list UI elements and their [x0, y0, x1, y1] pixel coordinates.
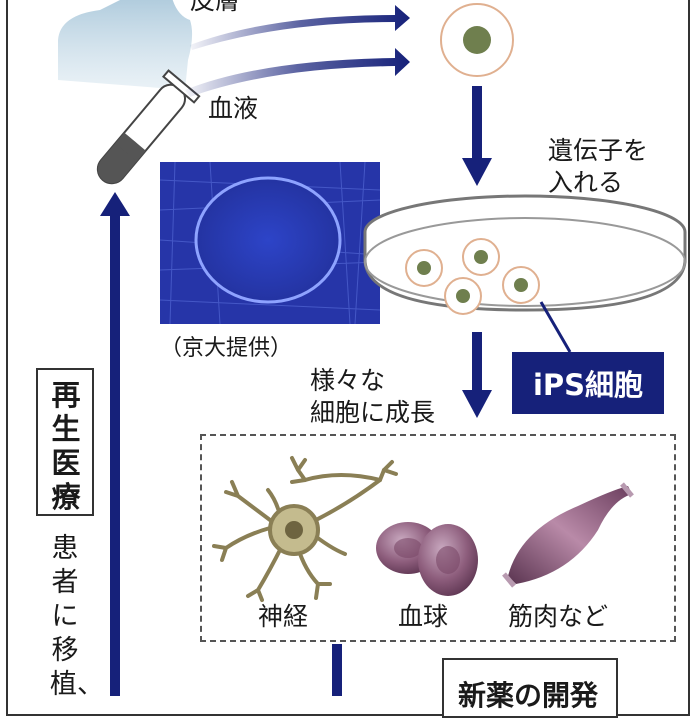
label-blood-cell: 血球 — [398, 602, 449, 631]
label-grow-2: 細胞に成長 — [310, 398, 436, 427]
somatic-cell-icon — [440, 3, 514, 77]
arrow-up-transplant — [100, 192, 130, 696]
label-nerve: 神経 — [258, 602, 309, 631]
arrow-down-to-drug — [332, 644, 342, 696]
label-grow-1: 様々な — [310, 366, 386, 395]
ips-cells-badge: iPS細胞 — [512, 352, 664, 414]
label-insert-genes-1: 遺伝子を — [548, 136, 649, 165]
ips-pointer-line — [539, 301, 572, 353]
collection-arrows — [185, 5, 410, 97]
blood-cell-icon — [376, 522, 478, 596]
label-transplant: 患者に移植、 — [50, 533, 104, 700]
ips-process-diagram — [58, 0, 687, 696]
label-skin: 皮膚 — [190, 0, 241, 15]
arrow-down-to-cells — [462, 332, 492, 418]
arrow-down-to-dish — [462, 86, 492, 186]
regenerative-medicine-box: 再生医療 — [36, 368, 94, 516]
label-insert-genes-2: 入れる — [548, 168, 624, 197]
new-drug-box: 新薬の開発 — [442, 658, 618, 718]
label-muscle-etc: 筋肉など — [508, 602, 609, 631]
ips-colony-photo — [159, 161, 381, 325]
label-new-drug: 新薬の開発 — [458, 679, 599, 712]
nerve-cell-icon — [212, 456, 398, 602]
blood-tube-icon — [96, 69, 201, 185]
label-photo-credit: （京大提供） — [160, 336, 293, 361]
muscle-icon — [502, 482, 634, 588]
cell-types-box — [200, 434, 676, 642]
dish-cells — [405, 238, 540, 315]
label-regenerative-medicine: 再生医療 — [51, 378, 81, 514]
label-blood: 血液 — [208, 94, 259, 123]
human-body-icon — [58, 0, 193, 90]
